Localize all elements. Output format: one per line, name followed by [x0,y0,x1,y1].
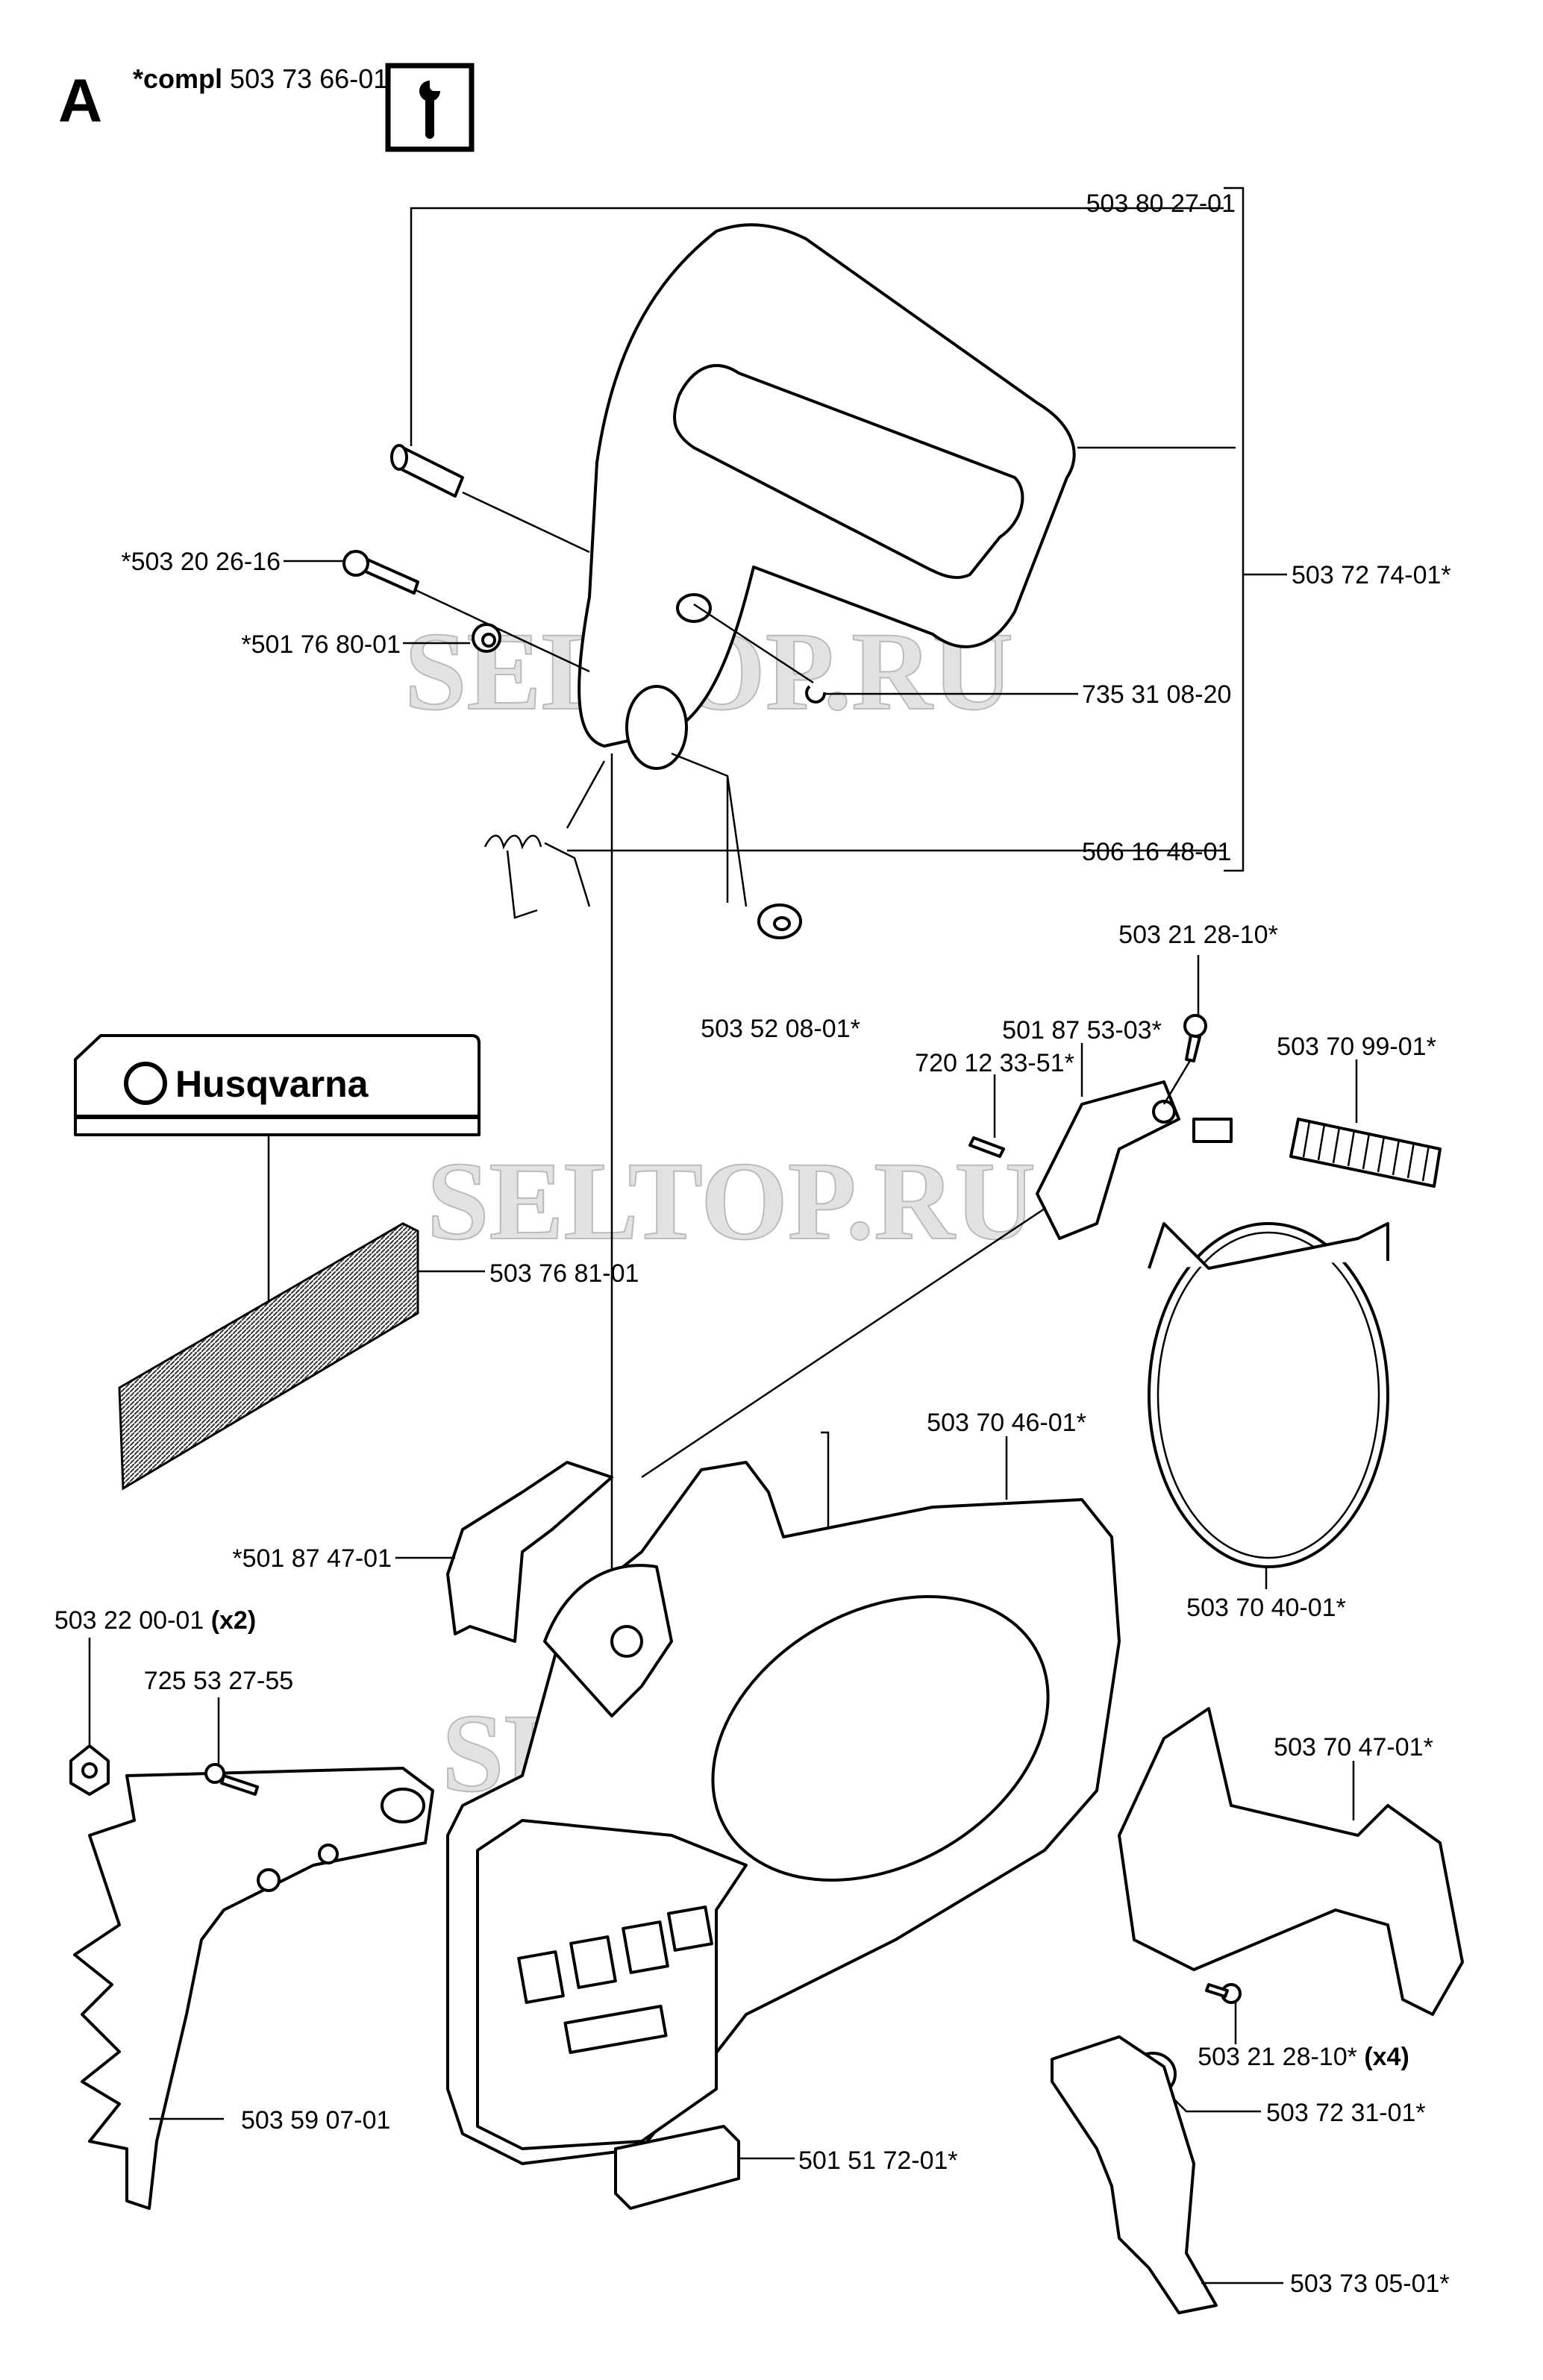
hand-guard [578,223,1076,770]
part-label: 503 72 31-01* [1266,2099,1426,2127]
part-label: 506 16 48-01 [1082,838,1231,866]
torsion-spring [483,834,591,919]
wrench-info-icon [385,63,475,152]
part-label: 503 80 27-01 [1086,190,1236,218]
bushing [757,904,802,939]
part-label: 503 21 28-10* [1118,921,1278,949]
watermark: SELTOP.RU [427,1139,1036,1263]
washer [472,623,501,653]
nut [69,1744,110,1796]
part-label: 503 21 28-10* (x4) [1198,2043,1409,2071]
clutch-cover [446,1461,1121,2165]
compl-label: *compl 503 73 66-01 [133,63,388,94]
part-label: *501 87 47-01 [232,1544,392,1573]
part-label: 503 59 07-01 [241,2106,390,2135]
part-label: 501 51 72-01* [798,2146,958,2175]
chain-catcher-plate [1051,2035,1218,2314]
husqvarna-decal: Husqvarna [74,1034,481,1136]
husqvarna-logo: Husqvarna [175,1063,369,1105]
brake-lever [1036,1080,1233,1240]
part-label: 503 52 08-01* [701,1015,860,1043]
part-label: *501 76 80-01 [241,630,401,659]
part-label: 503 70 47-01* [1274,1733,1433,1761]
chain-guide-plate [446,1461,613,1643]
part-number: 503 21 28-10* [1198,2043,1357,2071]
circlip [805,685,827,704]
pivot-pin [390,444,464,498]
part-label: *503 20 26-16 [121,548,281,576]
part-label: 503 73 05-01* [1290,2270,1450,2298]
part-label: 503 70 99-01* [1277,1033,1436,1061]
part-label: 503 70 46-01* [927,1409,1086,1437]
section-letter: A [58,67,102,135]
pin-small [968,1136,1005,1158]
part-label: 501 87 53-03* [1002,1016,1162,1045]
quantity: (x4) [1364,2043,1409,2071]
screw-small [1183,1014,1207,1062]
screw [342,550,419,595]
part-label: 735 31 08-20 [1082,680,1231,709]
coil-spring [1289,1118,1442,1188]
screw-725 [204,1763,259,1796]
compl-prefix: *compl [133,63,222,94]
part-label: 503 70 40-01* [1186,1594,1346,1622]
bumper-spike [73,1767,434,2210]
part-number: 503 22 00-01 [54,1606,204,1635]
part-label: 503 22 00-01 (x2) [54,1606,256,1635]
quantity: (x2) [211,1606,256,1635]
brake-band [1148,1222,1389,1568]
compl-part-number: 503 73 66-01 [230,63,388,94]
bumper-block [614,2125,740,2210]
part-label: 720 12 33-51* [915,1049,1074,1077]
screw-x4 [1205,1983,1242,2004]
part-label: 725 53 27-55 [144,1667,293,1695]
part-label: 503 76 81-01 [489,1259,639,1288]
side-plate [1118,1707,1464,2016]
part-label: 503 72 74-01* [1292,561,1451,589]
